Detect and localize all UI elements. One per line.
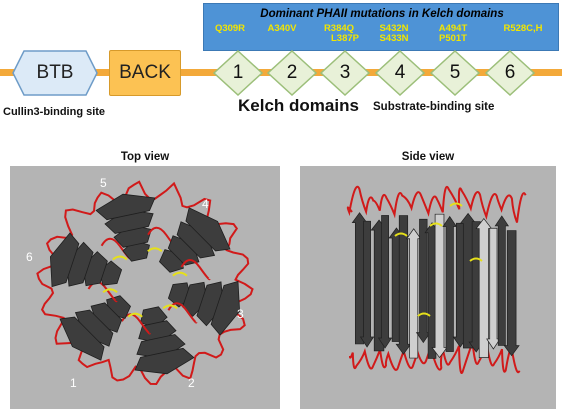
helix-segment [417, 312, 431, 317]
kelch-domain-6: 6 [485, 50, 535, 96]
beta-strand [431, 213, 448, 359]
btb-domain: BTB [12, 50, 98, 96]
mutation-text: A340V [267, 23, 297, 34]
top-view-structure: 1 2 3 4 5 6 [10, 166, 280, 409]
mutation-text: R384Q [323, 23, 355, 34]
beta-strand [59, 316, 105, 361]
mutation-blade-3: R384Q L387P [314, 24, 364, 44]
kelch-domain-1: 1 [213, 50, 263, 96]
btb-hexagon-shape [12, 50, 98, 96]
mutation-text: S433N [379, 33, 409, 44]
mutation-blade-6: R528C,H [487, 24, 559, 34]
mutation-text: A494T [438, 23, 468, 34]
kelch-domains-label: Kelch domains [238, 96, 359, 115]
beta-strand [486, 227, 501, 350]
loop-ribbon [36, 180, 254, 386]
kelch-diamond-shape [485, 50, 535, 96]
beta-strand [475, 217, 493, 358]
propeller-side-view-image [346, 185, 527, 374]
kelch-diamond-shape [213, 50, 263, 96]
side-view-title: Side view [401, 151, 455, 163]
helix-segment [127, 312, 143, 318]
kelch-number: 3 [339, 62, 351, 83]
kelch-number: 5 [449, 62, 461, 83]
kelch-domain-3: 3 [320, 50, 370, 96]
beta-strand [185, 207, 231, 252]
helix-segment [394, 232, 408, 237]
kelch-domain-5: 5 [430, 50, 480, 96]
btb-label: BTB [36, 62, 74, 83]
blade-label: 3 [237, 307, 244, 321]
blade-label: 4 [202, 197, 209, 211]
mutation-banner: Dominant PHAII mutations in Kelch domain… [203, 3, 559, 51]
helix-segment [172, 271, 188, 277]
helix-segment [162, 304, 178, 310]
helix-segment [449, 202, 463, 207]
mutation-text: P501T [439, 33, 467, 44]
beta-strand [359, 220, 375, 348]
kelch-diamond-shape [267, 50, 317, 96]
helix-segment [469, 257, 483, 262]
beta-strand [494, 215, 510, 346]
beta-strand [49, 232, 80, 288]
kelch-diamond-shape [375, 50, 425, 96]
loop-ribbon [87, 281, 118, 303]
beta-strand [134, 347, 195, 375]
helix-segment [102, 288, 118, 294]
kelch-number: 2 [286, 62, 298, 83]
helix-segment [429, 222, 443, 227]
banner-title: Dominant PHAII mutations in Kelch domain… [260, 8, 504, 20]
back-label: BACK [119, 62, 171, 83]
kelch-diamond-shape [430, 50, 480, 96]
mutation-blade-1: Q309R [205, 24, 255, 34]
kelch-number: 6 [504, 62, 516, 83]
mutation-text: S432N [379, 23, 409, 34]
kelch-domain-2: 2 [267, 50, 317, 96]
beta-strand [95, 193, 156, 221]
mutation-text: L387P [331, 33, 359, 44]
kelch-diamond-shape [320, 50, 370, 96]
back-domain: BACK [109, 50, 181, 96]
beta-strand [210, 280, 241, 336]
blade-label: 2 [188, 376, 195, 390]
mutation-text: Q309R [214, 23, 246, 34]
propeller-top-view-image [36, 180, 254, 386]
helix-segment [147, 247, 163, 253]
side-view-structure [300, 166, 556, 409]
mutation-blade-4: S432N S433N [369, 24, 419, 44]
blade-label: 6 [26, 250, 33, 264]
loop-ribbon [346, 185, 527, 223]
top-view-title: Top view [120, 151, 170, 163]
loop-ribbon [180, 259, 211, 281]
mutation-text: R528C,H [503, 23, 543, 34]
mutation-blade-2: A340V [257, 24, 307, 34]
beta-strand [503, 230, 520, 357]
kelch-number: 4 [394, 62, 406, 83]
blade-label: 1 [70, 376, 77, 390]
blade-label: 5 [100, 176, 107, 190]
substrate-binding-label: Substrate-binding site [373, 101, 495, 113]
mutation-blade-5: A494T P501T [428, 24, 478, 44]
cullin-binding-label: Cullin3-binding site [3, 106, 106, 118]
kelch-number: 1 [232, 62, 244, 83]
helix-segment [112, 255, 128, 261]
beta-strand [415, 218, 431, 344]
beta-strand [405, 228, 422, 359]
beta-strand [442, 215, 458, 352]
kelch-domain-4: 4 [375, 50, 425, 96]
beta-strand [377, 215, 393, 349]
